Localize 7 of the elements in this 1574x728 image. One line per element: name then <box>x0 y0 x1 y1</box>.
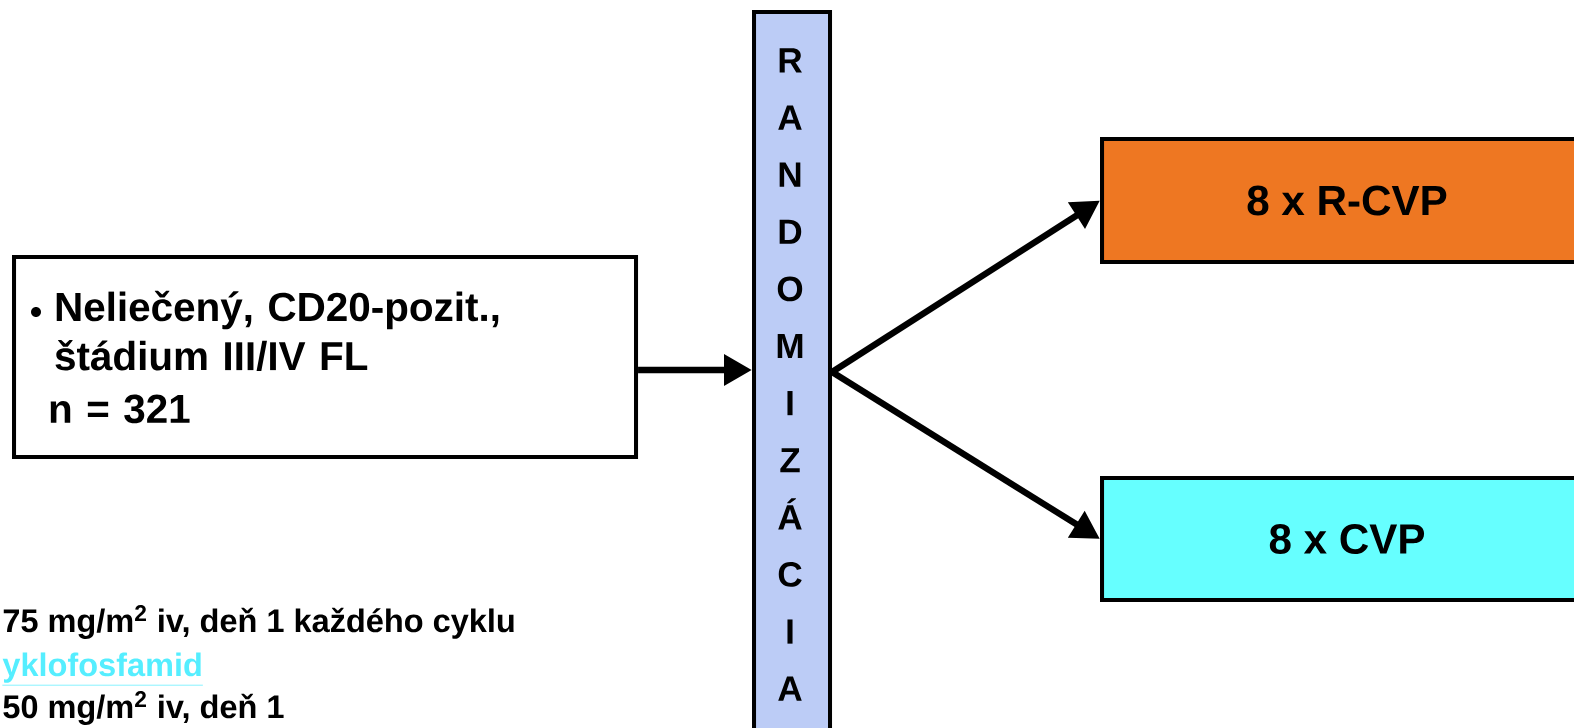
drug-name: yklofosfamid <box>2 652 204 686</box>
randomization-bar: RANDOMIZÁCIA <box>752 10 833 728</box>
dose-text: 50 mg/m$^{2}$ iv, deň 1 <box>3 691 284 725</box>
patient-box: Neliečený, CD20-pozit., štádium III/IV FL n = 321 <box>12 255 639 460</box>
treatment-box: 8 x CVP <box>1100 476 1574 603</box>
dose-text: 75 mg/m$^{2}$ iv, deň 1 každého cyklu <box>3 605 514 639</box>
treatment-box: 8 x R-CVP <box>1100 137 1574 265</box>
